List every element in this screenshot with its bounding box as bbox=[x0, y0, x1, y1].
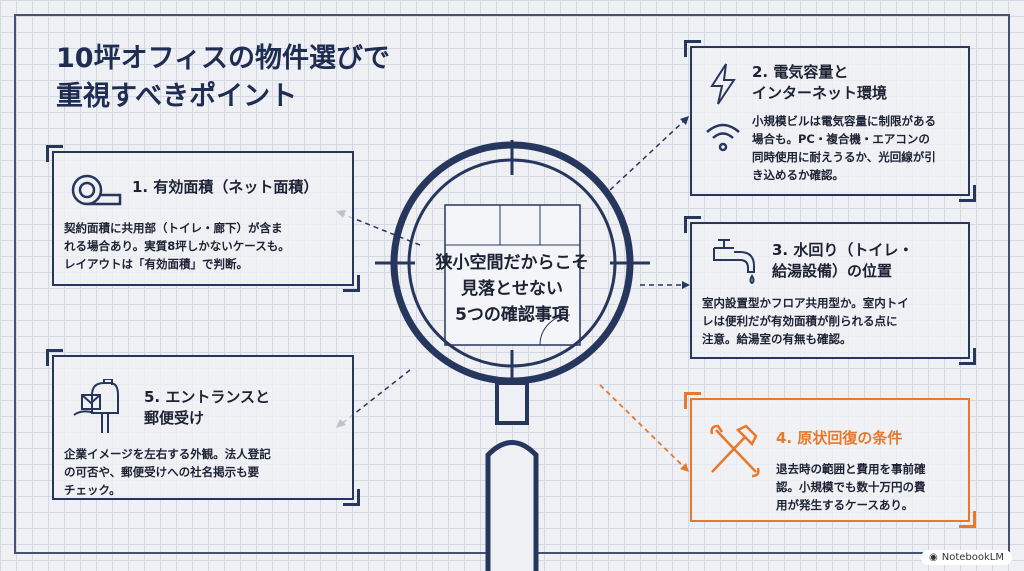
center-line-2: 見落とせない bbox=[461, 279, 563, 299]
heading-line: インターネット環境 bbox=[752, 84, 888, 102]
floor-plan bbox=[444, 204, 581, 346]
point-2-body-line: 同時使用に耐えうるか、光回線が引 bbox=[752, 150, 936, 164]
point-5-body-line: 企業イメージを左右する外観。法人登記 bbox=[64, 447, 271, 461]
heading-line: 郵便受け bbox=[144, 409, 205, 427]
point-3-body-line: 注意。給湯室の有無も確認。 bbox=[702, 332, 852, 346]
point-4-body-line: 退去時の範囲と費用を事前確 bbox=[776, 462, 926, 476]
hammer-wrench-icon bbox=[710, 424, 760, 478]
point-5-heading: 5. エントランスと 郵便受け bbox=[144, 387, 270, 429]
title-line-2: 重視すべきポイント bbox=[56, 81, 298, 112]
magnifier-neck bbox=[495, 381, 529, 425]
lightning-icon bbox=[710, 63, 736, 105]
heading-line: 2. 電気容量と bbox=[752, 63, 849, 81]
point-5-body-line: の可否や、郵便受けへの社名掲示も要 bbox=[64, 465, 260, 479]
title-line-1: 10坪オフィスの物件選びで bbox=[56, 43, 391, 74]
badge-label: NotebookLM bbox=[941, 552, 1004, 563]
mailbox-icon bbox=[73, 379, 119, 433]
magnifier-handle bbox=[485, 440, 539, 571]
faucet-icon bbox=[713, 239, 755, 284]
tape-measure-icon bbox=[71, 174, 122, 206]
notebooklm-logo-icon: ◉ bbox=[929, 552, 938, 563]
point-3-body-line: レは便利だが有効面積が削られる点に bbox=[702, 314, 898, 328]
point-1-body-line: れる場合あり。実質8坪しかないケースも。 bbox=[64, 239, 290, 253]
point-1-body-line: 契約面積に共用部（トイレ・廊下）が含ま bbox=[64, 221, 283, 235]
point-3-heading: 3. 水回り（トイレ・ 給湯設備）の位置 bbox=[772, 240, 913, 282]
center-line-3: 5つの確認事項 bbox=[455, 305, 569, 325]
point-3-body-line: 室内設置型かフロア共用型か。室内トイ bbox=[702, 296, 909, 310]
point-card-1: 1. 有効面積（ネット面積） 契約面積に共用部（トイレ・廊下）が含ま れる場合あ… bbox=[46, 145, 360, 292]
point-card-2: 2. 電気容量と インターネット環境 小規模ビルは電気容量に制限がある 場合も。… bbox=[684, 40, 976, 202]
point-card-4: 4. 原状回復の条件 退去時の範囲と費用を事前確 認。小規模でも数十万円の費 用… bbox=[684, 392, 976, 528]
point-1-heading: 1. 有効面積（ネット面積） bbox=[132, 178, 319, 196]
point-1-body-line: レイアウトは「有効面積」で判断。 bbox=[64, 257, 248, 271]
page-title: 10坪オフィスの物件選びで 重視すべきポイント bbox=[56, 40, 390, 116]
point-2-body-line: 小規模ビルは電気容量に制限がある bbox=[752, 114, 936, 128]
point-card-5: 5. エントランスと 郵便受け 企業イメージを左右する外観。法人登記 の可否や、… bbox=[46, 349, 360, 506]
point-card-3: 3. 水回り（トイレ・ 給湯設備）の位置 室内設置型かフロア共用型か。室内トイ … bbox=[684, 216, 976, 365]
heading-line: 5. エントランスと bbox=[144, 388, 271, 406]
heading-line: 給湯設備）の位置 bbox=[772, 262, 893, 280]
wifi-icon bbox=[706, 123, 740, 152]
point-4-body-line: 認。小規模でも数十万円の費 bbox=[776, 480, 926, 494]
center-message: 狭小空間だからこそ 見落とせない 5つの確認事項 bbox=[412, 250, 612, 328]
point-2-body-line: き込めるか確認。 bbox=[752, 168, 844, 182]
notebooklm-badge: ◉ NotebookLM bbox=[921, 550, 1012, 565]
point-5-body-line: チェック。 bbox=[64, 483, 121, 497]
point-4-body-line: 用が発生するケースあり。 bbox=[776, 498, 914, 512]
point-4-heading: 4. 原状回復の条件 bbox=[776, 429, 903, 447]
arrow-to-point-4 bbox=[599, 384, 686, 469]
point-2-body-line: 場合も。PC・複合機・エアコンの bbox=[752, 132, 930, 146]
center-line-1: 狭小空間だからこそ bbox=[435, 253, 589, 273]
heading-line: 3. 水回り（トイレ・ bbox=[772, 241, 914, 259]
point-2-heading: 2. 電気容量と インターネット環境 bbox=[752, 62, 887, 104]
arrow-to-point-2 bbox=[609, 119, 686, 191]
